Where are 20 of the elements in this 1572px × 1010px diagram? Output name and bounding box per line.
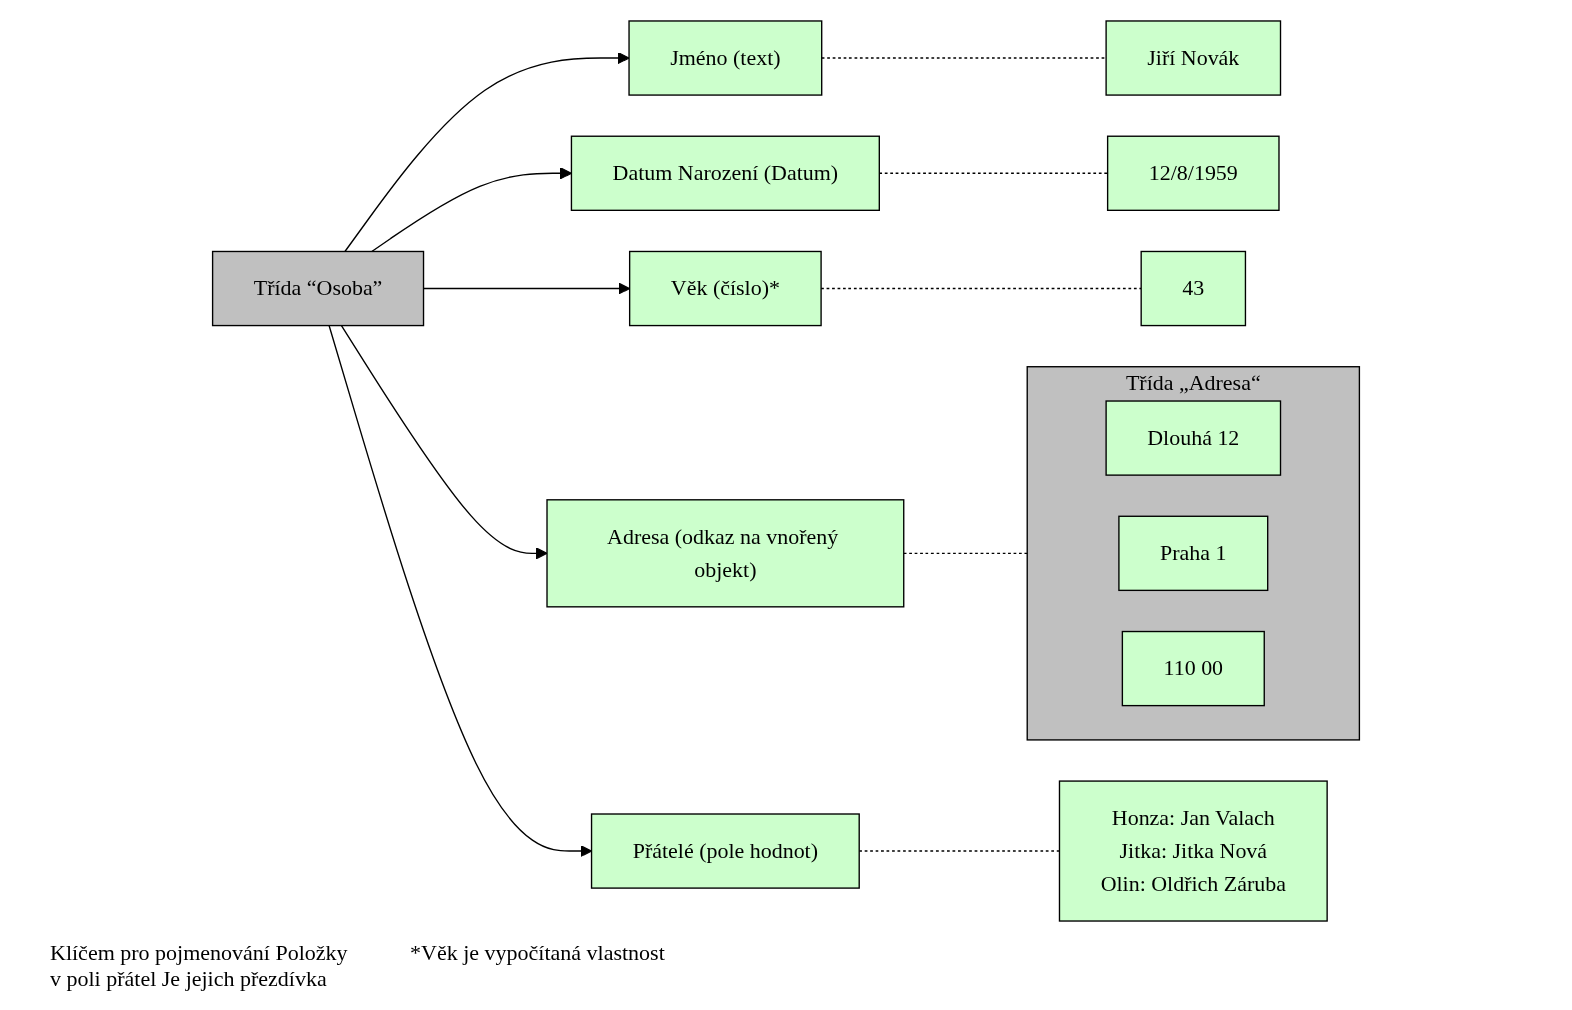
node-box: Honza: Jan Valach Jitka: Jitka Nová Olin: Oldřich Záruba	[1058, 780, 1328, 922]
node-box: Datum Narození (Datum)	[570, 135, 880, 211]
arrow	[371, 167, 572, 253]
node-box: Věk (číslo)*	[628, 250, 822, 327]
node-box: 43	[1140, 250, 1247, 327]
node-box: Praha 1	[1118, 515, 1269, 592]
node-box: 12/8/1959	[1106, 135, 1280, 211]
node-box: Třída “Osoba”	[211, 250, 425, 327]
arrow	[344, 52, 630, 253]
connector	[903, 552, 1028, 554]
arrow	[340, 324, 548, 560]
node-box: Dlouhá 12	[1105, 400, 1282, 476]
node-box: Jméno (text)	[628, 20, 823, 96]
note-text: *Věk je vypočítaná vlastnost	[410, 940, 665, 967]
node-box: Adresa (odkaz na vnořený objekt)	[546, 499, 905, 608]
node-box: Jiří Novák	[1105, 20, 1282, 96]
connector	[821, 57, 1107, 59]
node-box: Přátelé (pole hodnot)	[590, 813, 860, 889]
node-box: 110 00	[1121, 630, 1265, 707]
note-text: Klíčem pro pojmenování Položky v poli přátel Je jejich přezdívka	[50, 940, 349, 992]
